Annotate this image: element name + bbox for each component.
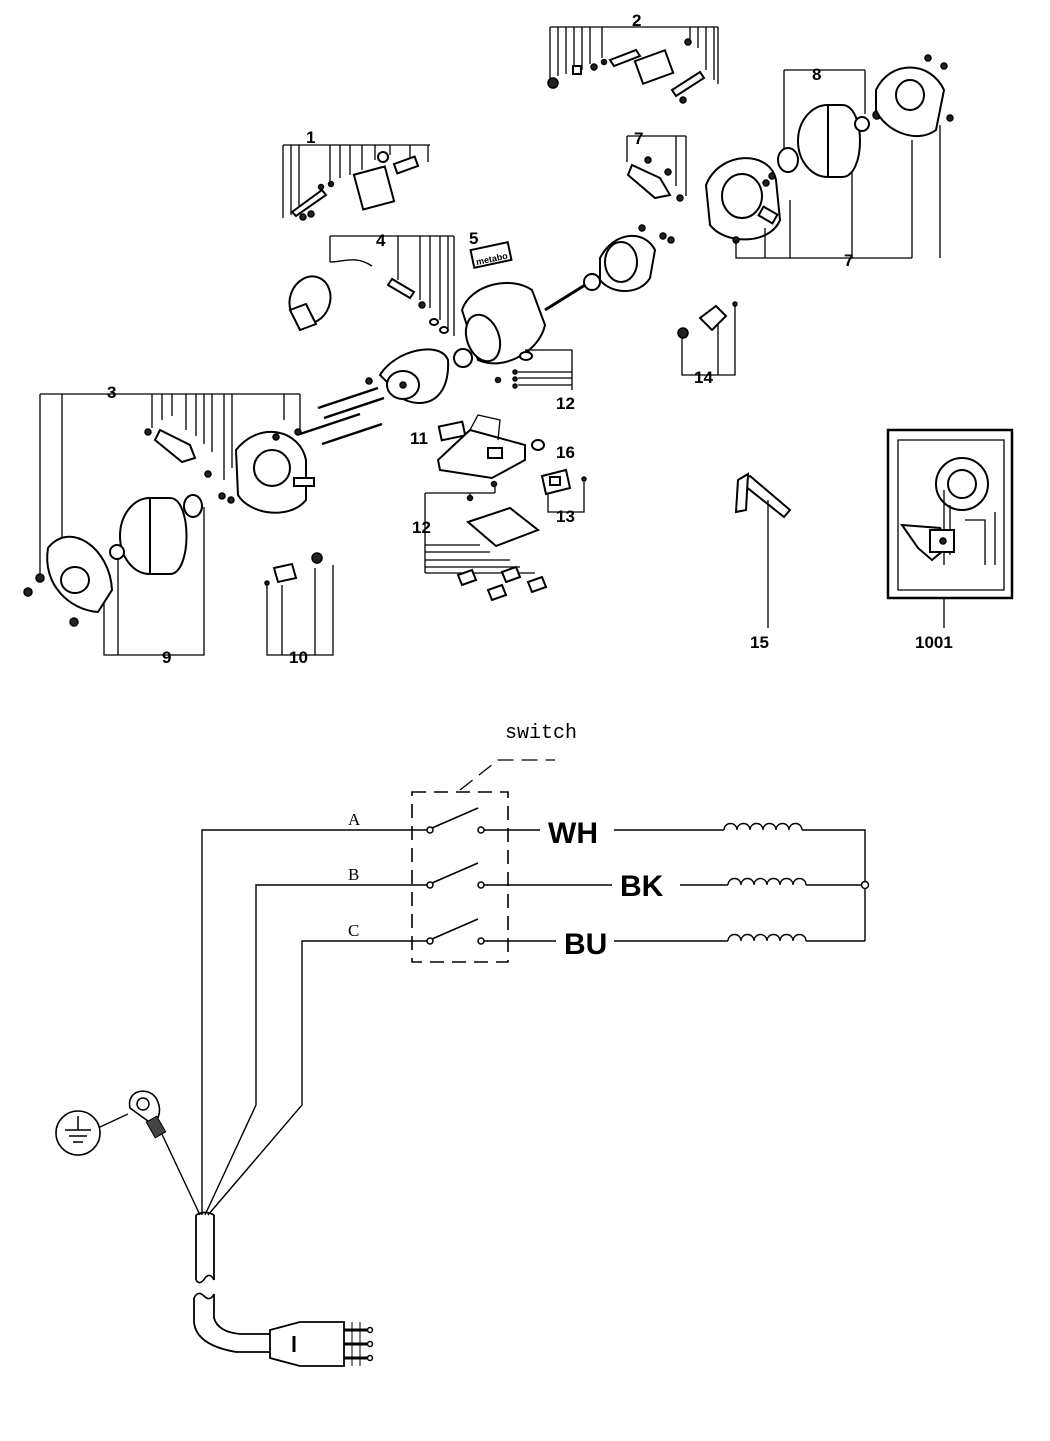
part-group-12-lower: 12 — [412, 480, 548, 602]
callout-2: 2 — [632, 11, 641, 30]
callout-1: 1 — [306, 128, 315, 147]
callout-13: 13 — [556, 507, 575, 526]
callout-1001: 1001 — [915, 633, 953, 652]
switch-contact-b — [426, 862, 485, 889]
part-group-15: 15 — [734, 472, 792, 652]
switch-contact-c — [426, 918, 485, 945]
callout-15: 15 — [750, 633, 769, 652]
power-cord — [193, 1211, 270, 1353]
wire-c — [207, 940, 427, 1216]
part-group-7-upper: 7 — [626, 129, 687, 202]
power-plug-icon — [269, 1321, 374, 1367]
right-end-bell — [599, 224, 675, 292]
color-label-wh: WH — [548, 817, 598, 850]
color-label-bk: BK — [620, 870, 664, 903]
base: 16 — [436, 414, 575, 480]
part-group-11: 11 — [410, 420, 467, 448]
callout-7-upper: 7 — [634, 129, 643, 148]
part-group-2: 2 — [547, 11, 719, 104]
color-label-bu: BU — [564, 928, 607, 961]
wire-a — [201, 829, 427, 1215]
part-group-4: 4 — [288, 231, 455, 336]
ground-wire — [159, 1129, 201, 1216]
motor-assembly — [453, 273, 601, 384]
callout-11: 11 — [410, 429, 428, 448]
wire-letter-c: C — [348, 921, 359, 940]
winding-bu — [727, 933, 807, 942]
part-group-8: 8 — [777, 54, 954, 178]
part-group-1: 1 — [282, 128, 430, 221]
part-group-13: 13 — [540, 468, 587, 526]
switch-contact-a — [426, 807, 485, 834]
ground-symbol-icon — [55, 1110, 101, 1156]
left-end-bell — [365, 348, 450, 405]
part-group-3: 3 — [39, 383, 315, 578]
part-group-1001: 1001 — [886, 428, 1014, 652]
callout-8: 8 — [812, 65, 821, 84]
winding-bk — [727, 877, 807, 886]
switch-label: switch — [505, 722, 577, 745]
part-group-5: metabo 5 — [469, 229, 513, 269]
tie-rods — [299, 386, 385, 446]
winding-wh — [723, 822, 803, 831]
callout-14: 14 — [694, 368, 713, 387]
part-group-9: 9 — [23, 494, 205, 667]
ground-lug — [128, 1090, 167, 1139]
wire-b — [204, 884, 427, 1216]
callout-10: 10 — [289, 648, 308, 667]
switch-leader — [459, 759, 555, 791]
part-group-7-lower: 7 — [704, 125, 941, 270]
part-group-10: 10 — [264, 552, 334, 667]
switch-box — [411, 791, 509, 963]
wire-letter-a: A — [348, 810, 361, 829]
callout-5: 5 — [469, 229, 478, 248]
callout-12-upper: 12 — [556, 394, 575, 413]
callout-3: 3 — [107, 383, 116, 402]
part-group-12-upper: 12 — [512, 349, 575, 413]
callout-9: 9 — [162, 648, 171, 667]
callout-12-lower: 12 — [412, 518, 431, 537]
star-point — [860, 880, 870, 890]
callout-4: 4 — [376, 231, 386, 250]
wiring-diagram: switch A B C WH BK — [55, 722, 870, 1367]
callout-7-lower: 7 — [844, 251, 853, 270]
wire-letter-b: B — [348, 865, 359, 884]
callout-16: 16 — [556, 443, 575, 462]
part-group-14: 14 — [677, 301, 738, 387]
